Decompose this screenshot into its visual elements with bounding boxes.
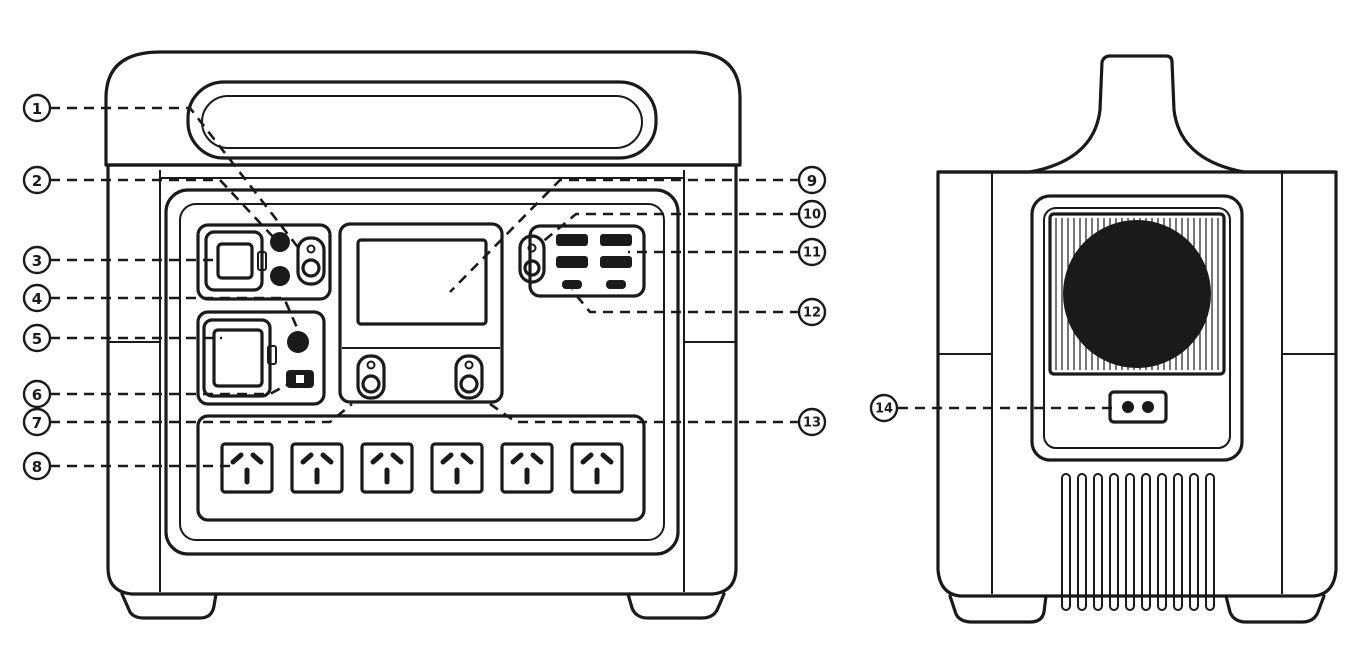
svg-text:13: 13 xyxy=(803,416,821,431)
ac-input-socket xyxy=(212,328,264,388)
ac-outlet-5 xyxy=(500,442,554,494)
callout-8: 8 xyxy=(22,451,52,481)
front-body-outline xyxy=(106,163,738,596)
port-indicator-top xyxy=(270,232,290,252)
lcd-screen xyxy=(356,238,488,326)
ac-outlet-1 xyxy=(220,442,274,494)
callout-12: 12 xyxy=(797,297,827,327)
side-view xyxy=(936,54,1338,624)
front-panel xyxy=(164,188,680,556)
callout-11: 11 xyxy=(797,237,827,267)
left-foot xyxy=(120,592,218,620)
svg-text:11: 11 xyxy=(803,246,821,261)
handle-grip-slot xyxy=(186,80,658,160)
svg-text:1: 1 xyxy=(32,100,42,118)
svg-text:6: 6 xyxy=(32,386,42,404)
dc-switch xyxy=(296,236,326,286)
callout-6: 6 xyxy=(22,379,52,409)
usb-a-port-1 xyxy=(556,234,588,246)
usb-a-port-2 xyxy=(600,234,632,246)
callout-13: 13 xyxy=(797,407,827,437)
callout-7: 7 xyxy=(22,407,52,437)
side-dc-port xyxy=(1108,390,1168,424)
callout-1: 1 xyxy=(22,93,52,123)
callout-10: 10 xyxy=(797,199,827,229)
front-view xyxy=(104,50,742,620)
callout-2: 2 xyxy=(22,165,52,195)
carry-handle-frame xyxy=(104,50,742,167)
overload-protector xyxy=(287,331,309,353)
svg-text:9: 9 xyxy=(807,172,817,190)
leader-lines xyxy=(50,106,1112,468)
right-foot xyxy=(626,592,726,620)
callout-9: 9 xyxy=(797,165,827,195)
callout-14: 14 xyxy=(869,393,899,423)
usb-switch xyxy=(518,234,546,284)
power-button-right xyxy=(454,354,484,400)
side-body-outline xyxy=(936,170,1338,598)
dc-input-socket xyxy=(216,242,254,280)
port-indicator-bottom xyxy=(270,266,290,286)
callout-3: 3 xyxy=(22,245,52,275)
ac-outlet-strip xyxy=(196,414,646,522)
usb-a-port-3 xyxy=(556,256,588,268)
ac-outlet-2 xyxy=(290,442,344,494)
svg-text:12: 12 xyxy=(803,306,821,321)
dc-input-port xyxy=(204,230,264,292)
front-panel-inner xyxy=(179,203,665,541)
svg-text:7: 7 xyxy=(32,414,42,432)
power-button-left xyxy=(356,354,386,400)
callout-4: 4 xyxy=(22,283,52,313)
display-module xyxy=(338,222,504,404)
usb-a-port-4 xyxy=(600,256,632,268)
fan-housing xyxy=(1030,194,1244,462)
svg-text:10: 10 xyxy=(803,208,821,223)
svg-text:2: 2 xyxy=(32,172,42,190)
svg-text:4: 4 xyxy=(32,290,42,308)
ac-input-group xyxy=(196,310,326,406)
side-foot-right xyxy=(1224,594,1326,624)
callout-badges: 1 2 3 4 5 6 7 8 9 10 11 12 13 14 xyxy=(22,93,899,481)
handle-grip-inner xyxy=(201,95,643,149)
svg-text:8: 8 xyxy=(32,458,42,476)
side-handle xyxy=(936,54,1338,174)
usb-c-port-2 xyxy=(606,280,626,289)
svg-text:3: 3 xyxy=(32,252,42,270)
usb-c-port-1 xyxy=(562,280,582,289)
callout-5: 5 xyxy=(22,323,52,353)
svg-text:14: 14 xyxy=(875,402,893,417)
fan-grille xyxy=(1048,212,1226,376)
ac-outlet-4 xyxy=(430,442,484,494)
ac-outlet-3 xyxy=(360,442,414,494)
ac-input-port xyxy=(202,318,272,398)
ac-outlet-6 xyxy=(570,442,624,494)
svg-text:5: 5 xyxy=(32,330,42,348)
fan-disc xyxy=(1063,220,1211,368)
side-foot-left xyxy=(948,594,1048,624)
